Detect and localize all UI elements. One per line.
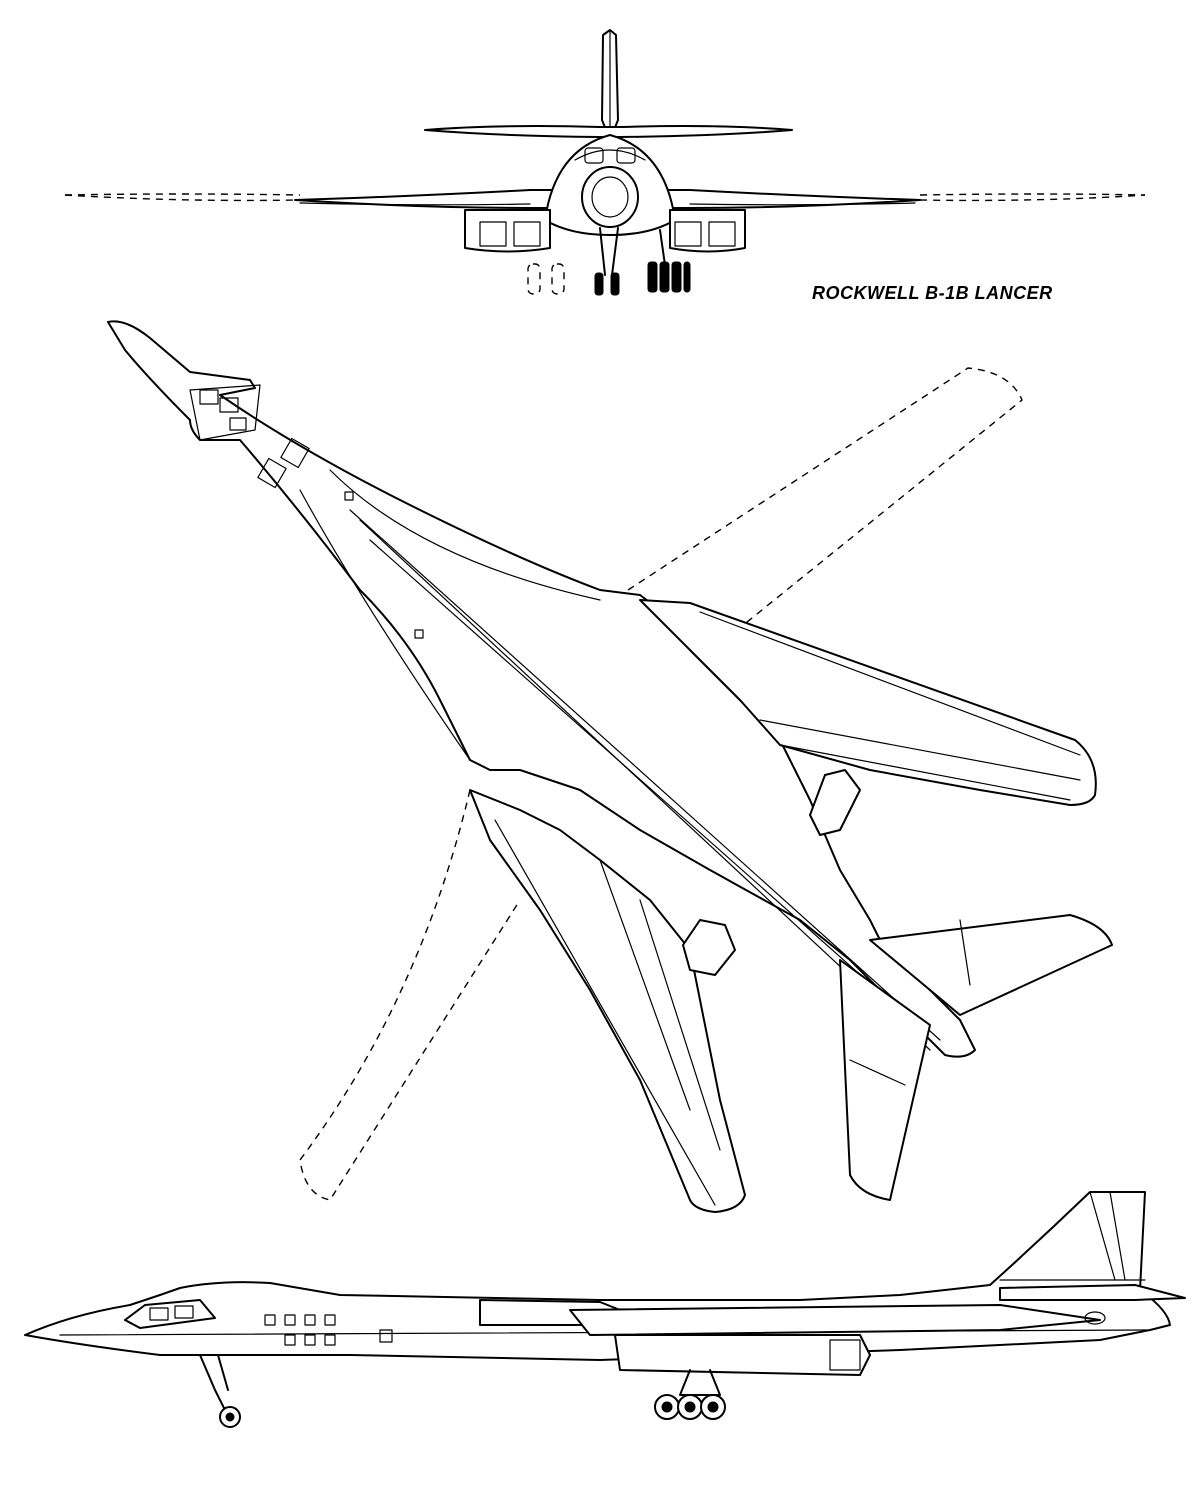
- front-main-gear-wheel-3: [671, 261, 682, 293]
- front-nose: [581, 166, 639, 228]
- front-main-gear-wheel-1: [647, 261, 658, 293]
- front-nose-gear-wheel-right: [610, 272, 620, 296]
- side-horizontal-stabilizer: [999, 1284, 1186, 1301]
- drawing-title: ROCKWELL B-1B LANCER: [812, 283, 1053, 303]
- front-wing-extended-right: [919, 193, 1146, 196]
- plan-view: [107, 320, 1113, 1213]
- side-wing: [569, 1304, 1101, 1336]
- side-main-gear-strut: [679, 1369, 721, 1396]
- plan-engine-right: [809, 769, 861, 836]
- side-view: [24, 1191, 1186, 1428]
- front-engine-right: [669, 209, 746, 253]
- front-main-gear-wheel-2: [659, 261, 670, 293]
- front-view: [64, 29, 1146, 296]
- front-nose-gear-wheel-left: [594, 272, 604, 296]
- front-bay-outline-1: [527, 263, 541, 295]
- front-main-gear-strut: [659, 229, 666, 266]
- side-nose-gear-strut: [199, 1354, 226, 1411]
- plan-cockpit: [189, 384, 261, 441]
- front-bay-outline-2: [551, 263, 565, 295]
- side-panels: [264, 1314, 393, 1346]
- front-nose-gear-strut: [599, 227, 606, 276]
- plan-wing-extended-right: [627, 367, 1023, 661]
- front-engine-left: [464, 209, 551, 253]
- side-engine: [614, 1334, 871, 1376]
- plan-engine-left: [682, 919, 736, 976]
- plan-stabilizer-left: [839, 959, 931, 1201]
- plan-stabilizer-right: [869, 914, 1113, 1016]
- plan-wing-right: [639, 599, 1097, 806]
- front-wing-extended-left: [64, 193, 301, 196]
- plan-wing-extended-left: [299, 789, 521, 1201]
- front-horizontal-stabilizer: [424, 125, 793, 138]
